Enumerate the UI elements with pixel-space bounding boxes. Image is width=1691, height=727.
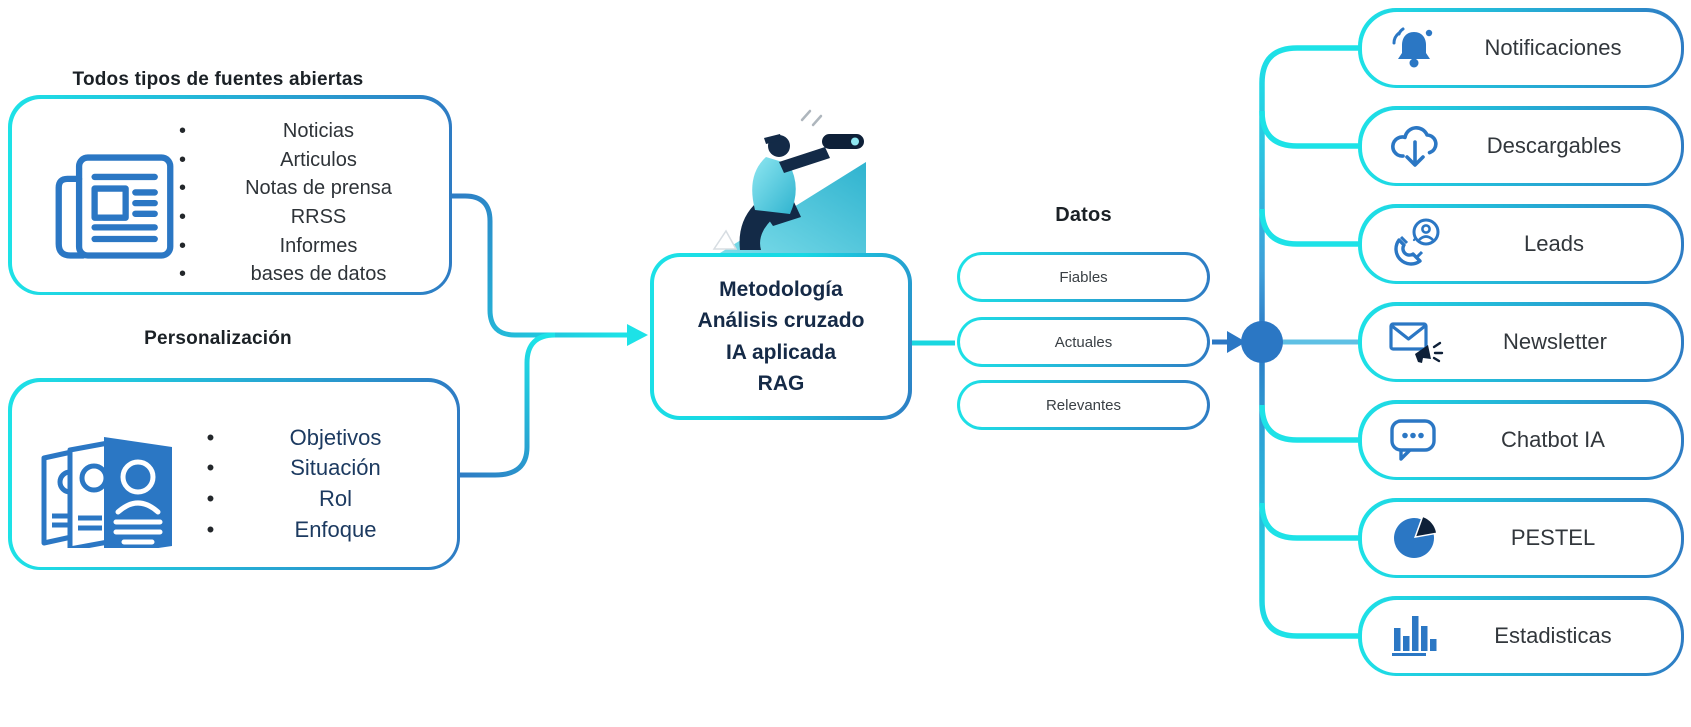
sources-box: •Noticias •Articulos •Notas de prensa •R…: [8, 95, 452, 295]
output-box-descargables: Descargables: [1358, 106, 1684, 186]
pill-fiables: Fiables: [957, 252, 1210, 302]
method-box: Metodología Análisis cruzado IA aplicada…: [650, 253, 912, 420]
list-item: •Objetivos: [206, 424, 382, 450]
magnet-icon: [1388, 217, 1442, 271]
pill-actuales: Actuales: [957, 317, 1210, 367]
pill-relevantes: Relevantes: [957, 380, 1210, 430]
sources-title: Todos tipos de fuentes abiertas: [72, 69, 364, 90]
list-item: •Enfoque: [206, 516, 377, 542]
list-item: •Notas de prensa: [178, 177, 392, 200]
output-box-pestel: PESTEL: [1358, 498, 1684, 578]
output-box-newsletter: Newsletter: [1358, 302, 1684, 382]
newsletter-icon: [1388, 318, 1444, 366]
cloud-download-icon: [1388, 122, 1442, 170]
personalization-box: •Objetivos •Situación •Rol •Enfoque: [8, 378, 460, 570]
hub-node: [1241, 321, 1283, 363]
list-item: •Noticias: [178, 120, 355, 143]
list-item: •Situación: [206, 455, 381, 481]
output-box-chatbot: Chatbot IA: [1358, 400, 1684, 480]
list-item: •RRSS: [178, 206, 347, 229]
bell-icon: [1388, 25, 1440, 71]
id-cards-icon: [41, 436, 172, 548]
chat-bubble-icon: [1388, 417, 1440, 463]
list-item: •Rol: [206, 485, 352, 511]
pie-chart-icon: [1388, 513, 1440, 563]
list-item: •Articulos: [178, 148, 357, 171]
personalization-title: Personalización: [144, 328, 292, 349]
sources-list: •Noticias •Articulos •Notas de prensa •R…: [170, 118, 442, 290]
output-box-notificaciones: Notificaciones: [1358, 8, 1684, 88]
list-item: •Informes: [178, 234, 358, 257]
datos-title: Datos: [1055, 204, 1112, 226]
newspaper-icon: [55, 153, 173, 259]
output-box-estadisticas: Estadisticas: [1358, 596, 1684, 676]
output-box-leads: Leads: [1358, 204, 1684, 284]
climber-illustration: [712, 109, 866, 253]
list-item: •bases de datos: [178, 263, 387, 286]
method-text: Metodología Análisis cruzado IA aplicada…: [697, 277, 865, 396]
personalization-list: •Objetivos •Situación •Rol •Enfoque: [198, 423, 448, 545]
bar-chart-icon: [1388, 613, 1440, 659]
